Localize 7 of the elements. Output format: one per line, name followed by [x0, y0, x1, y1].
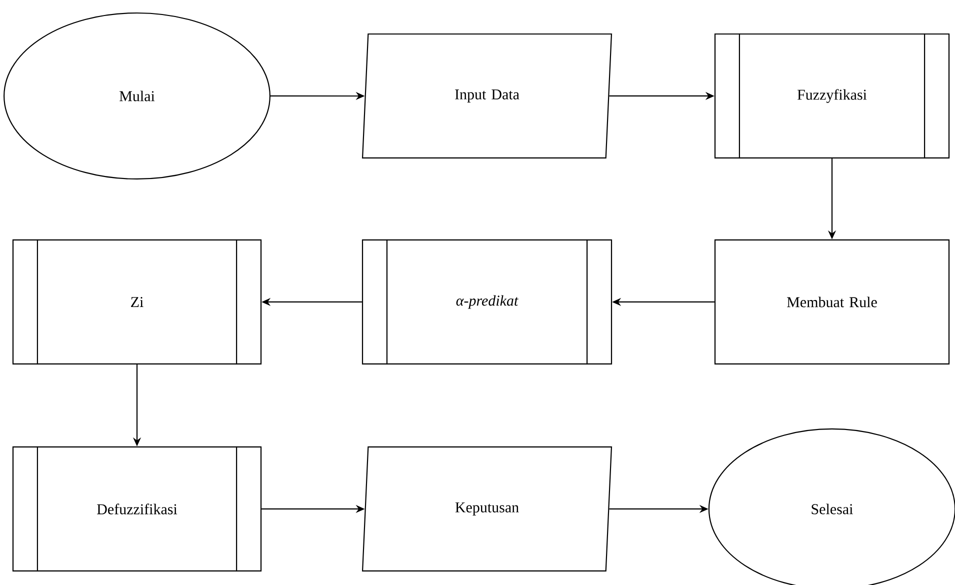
- process-box: Zi: [12, 239, 262, 365]
- process-box: Fuzzyfikasi: [714, 33, 950, 159]
- input-parallelogram: Input Data: [362, 33, 612, 159]
- output-parallelogram: Keputusan: [362, 446, 612, 572]
- process-box: Membuat Rule: [714, 239, 950, 365]
- process-box: Defuzzifikasi: [12, 446, 262, 572]
- process-box: α-predikat: [362, 239, 612, 365]
